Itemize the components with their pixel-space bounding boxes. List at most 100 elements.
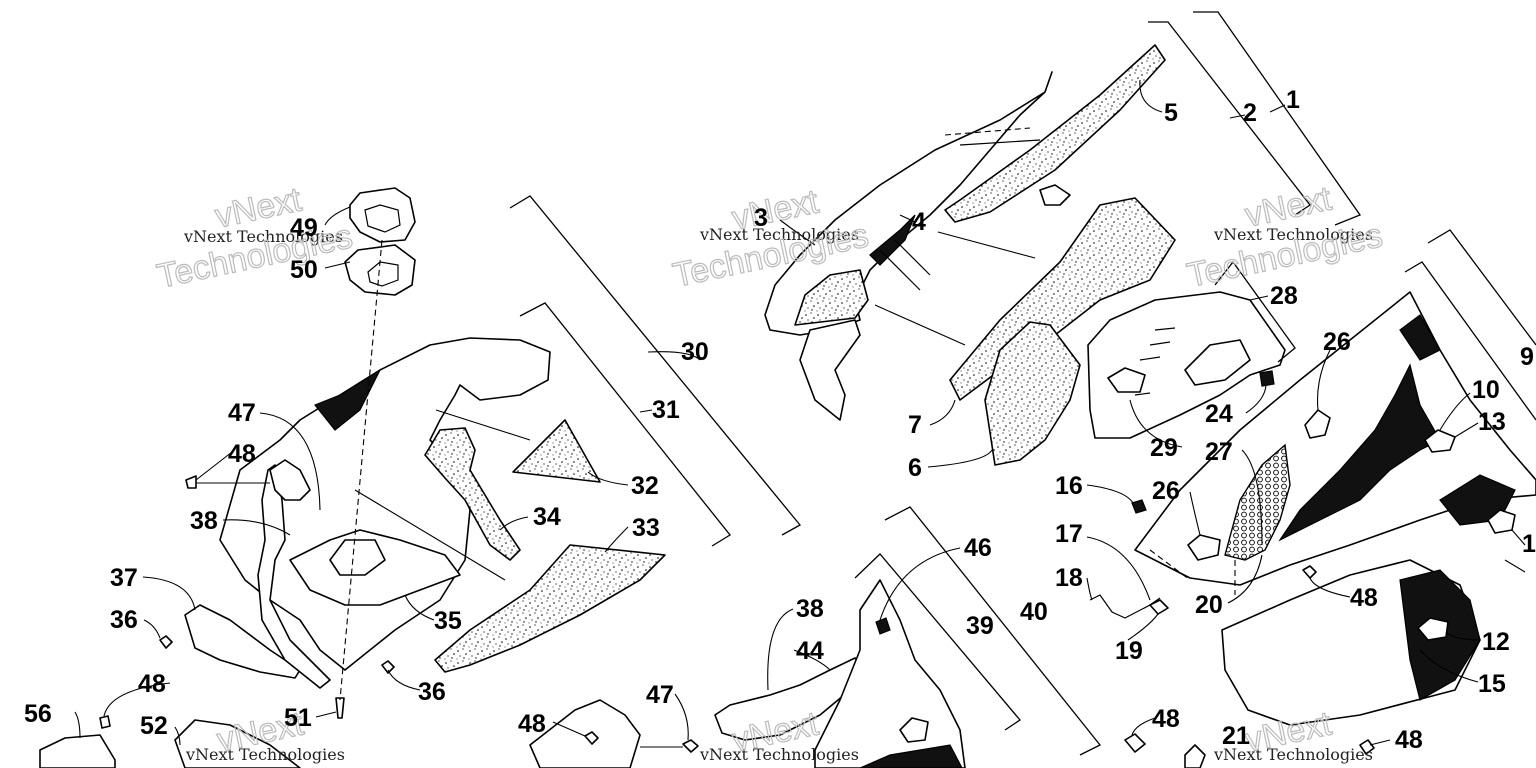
part-33-foam-strip[interactable] — [434, 544, 666, 673]
callout-27[interactable]: 27 — [1205, 438, 1233, 466]
callout-6[interactable]: 6 — [908, 454, 922, 482]
callout-48-d[interactable]: 48 — [1152, 705, 1180, 733]
callout-21[interactable]: 21 — [1222, 722, 1250, 750]
callout-44[interactable]: 44 — [796, 637, 824, 665]
callout-13[interactable]: 13 — [1478, 408, 1506, 436]
belly-pan-group — [159, 187, 666, 719]
part-21-clip[interactable] — [1184, 744, 1206, 768]
callout-39[interactable]: 39 — [966, 612, 994, 640]
part-12-vent[interactable] — [1417, 617, 1449, 641]
callout-46[interactable]: 46 — [964, 534, 992, 562]
part-9-front-panel[interactable] — [1134, 291, 1536, 586]
part-36-rivet-b[interactable] — [381, 660, 395, 674]
callout-47-b[interactable]: 47 — [646, 681, 674, 709]
callout-15[interactable]: 15 — [1478, 670, 1506, 698]
part-28-headlight-cover[interactable] — [1087, 291, 1286, 439]
callout-37[interactable]: 37 — [110, 564, 138, 592]
part-48-screw[interactable] — [185, 475, 197, 489]
part-27-lamp[interactable] — [1184, 339, 1251, 386]
callout-2[interactable]: 2 — [1243, 99, 1257, 127]
part-37-side-skirt[interactable] — [184, 604, 301, 679]
part-49-gasket-hole — [364, 204, 401, 233]
part-48-fastener[interactable] — [1302, 565, 1317, 579]
callout-47-a[interactable]: 47 — [228, 399, 256, 427]
callout-48-c[interactable]: 48 — [518, 710, 546, 738]
callout-3[interactable]: 3 — [754, 204, 768, 232]
callout-56[interactable]: 56 — [24, 700, 52, 728]
callout-1[interactable]: 1 — [1286, 86, 1300, 114]
part-47-lower-bracket[interactable] — [529, 699, 641, 768]
callout-20[interactable]: 20 — [1195, 591, 1223, 619]
part-47-bracket[interactable] — [269, 459, 311, 501]
part-29-headlight-lens[interactable] — [1107, 367, 1146, 393]
callout-28[interactable]: 28 — [1270, 282, 1298, 310]
part-32-foam-triangle[interactable] — [512, 419, 601, 483]
assembly-brackets — [509, 11, 1536, 756]
callout-48-a[interactable]: 48 — [228, 440, 256, 468]
part-38-edge-trim[interactable] — [257, 464, 331, 689]
callout-48-panel[interactable]: 48 — [1350, 584, 1378, 612]
callout-17[interactable]: 17 — [1055, 520, 1083, 548]
part-51-bolt[interactable] — [335, 697, 345, 719]
callout-10[interactable]: 10 — [1472, 376, 1500, 404]
callout-24[interactable]: 24 — [1205, 400, 1233, 428]
callout-34[interactable]: 34 — [533, 503, 561, 531]
part-14-vent[interactable] — [1487, 509, 1516, 534]
callout-29[interactable]: 29 — [1150, 434, 1178, 462]
callout-18[interactable]: 18 — [1055, 564, 1083, 592]
part-26-vent-a[interactable] — [1187, 534, 1221, 561]
callout-48-e[interactable]: 48 — [1395, 726, 1423, 754]
part-6-foam-block[interactable] — [984, 321, 1081, 466]
callout-26-a[interactable]: 26 — [1323, 328, 1351, 356]
callout-9[interactable]: 9 — [1520, 343, 1534, 371]
callout-19[interactable]: 19 — [1115, 637, 1143, 665]
part-48-washer[interactable] — [584, 731, 599, 745]
callout-4[interactable]: 4 — [912, 208, 926, 236]
callout-36-a[interactable]: 36 — [110, 606, 138, 634]
callout-40[interactable]: 40 — [1020, 598, 1048, 626]
callout-30[interactable]: 30 — [681, 338, 709, 366]
part-24-connector[interactable] — [1259, 370, 1275, 387]
callout-36-b[interactable]: 36 — [418, 678, 446, 706]
callout-32[interactable]: 32 — [631, 472, 659, 500]
callout-38-b[interactable]: 38 — [796, 595, 824, 623]
part-16-clip[interactable] — [1131, 499, 1147, 514]
part-49-gasket[interactable] — [349, 187, 416, 243]
callout-52[interactable]: 52 — [140, 712, 168, 740]
callout-12[interactable]: 12 — [1482, 628, 1510, 656]
part-35-vent — [329, 539, 386, 576]
callout-31[interactable]: 31 — [652, 396, 680, 424]
callout-35[interactable]: 35 — [434, 607, 462, 635]
watermark-small-2: vNext Technologies — [699, 225, 859, 244]
part-50-boot[interactable] — [344, 244, 416, 296]
watermark-small-3: vNext Technologies — [1213, 225, 1373, 244]
callout-51[interactable]: 51 — [284, 704, 312, 732]
part-27-mesh-grille[interactable] — [1224, 443, 1291, 561]
callout-48-b[interactable]: 48 — [138, 670, 166, 698]
part-36-rivet-a[interactable] — [159, 635, 173, 649]
part-47-nut[interactable] — [682, 739, 699, 753]
part-19-connector[interactable] — [1149, 599, 1169, 615]
part-13-vent[interactable] — [1424, 429, 1456, 453]
callout-7[interactable]: 7 — [908, 411, 922, 439]
callout-50[interactable]: 50 — [290, 256, 318, 284]
part-52-lower-panel[interactable] — [174, 719, 301, 768]
part-56-lower-panel[interactable] — [39, 734, 116, 768]
callout-33[interactable]: 33 — [632, 514, 660, 542]
callout-26-b[interactable]: 26 — [1152, 477, 1180, 505]
callout-38-a[interactable]: 38 — [190, 507, 218, 535]
part-26-vent-b[interactable] — [1304, 409, 1331, 439]
part-48-far-right[interactable] — [1359, 739, 1375, 755]
part-46-clip[interactable] — [875, 617, 891, 635]
part-3-side-panel[interactable] — [799, 319, 861, 421]
part-40-side-panel[interactable] — [814, 579, 966, 768]
callout-16[interactable]: 16 — [1055, 472, 1083, 500]
part-3-foam-strip[interactable] — [794, 269, 869, 326]
callout-49[interactable]: 49 — [290, 214, 318, 242]
part-48-screw-lower[interactable] — [99, 715, 111, 729]
part-5-foam-strip[interactable] — [944, 44, 1166, 223]
part-34-foam-strip[interactable] — [424, 427, 521, 561]
part-48-lower-right[interactable] — [1124, 733, 1146, 753]
callout-5[interactable]: 5 — [1164, 99, 1178, 127]
callout-14[interactable]: 1 — [1522, 530, 1536, 558]
